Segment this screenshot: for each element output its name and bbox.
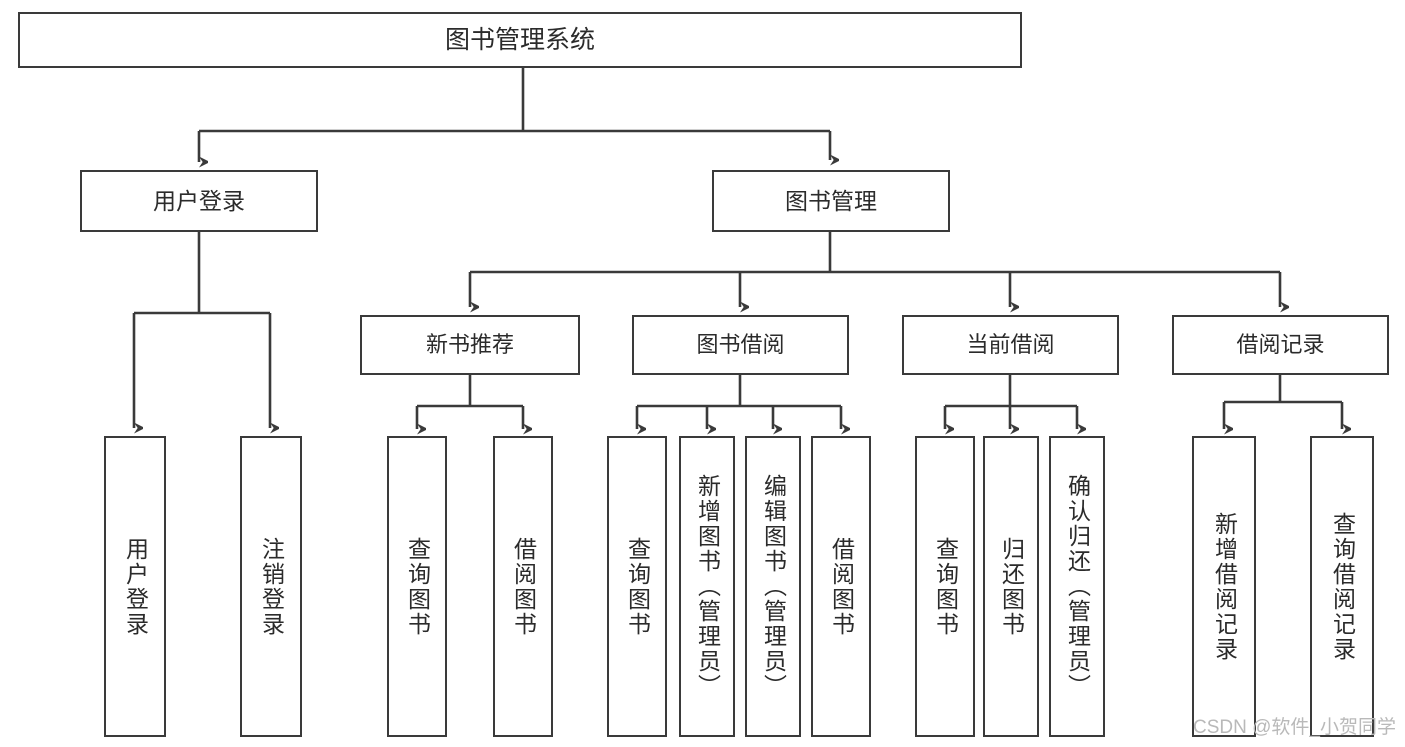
node-root[interactable]: 图书管理系统 <box>18 12 1022 68</box>
node-leaf-query-book-recommend[interactable]: 查询图书 <box>387 436 447 737</box>
node-leaf-query-book-borrow-label: 查询图书 <box>624 536 651 637</box>
node-book-borrow[interactable]: 图书借阅 <box>632 315 849 375</box>
node-leaf-borrow-book-recommend[interactable]: 借阅图书 <box>493 436 553 737</box>
node-leaf-borrow-book[interactable]: 借阅图书 <box>811 436 871 737</box>
node-leaf-add-book-admin[interactable]: 新增图书（管理员） <box>679 436 735 737</box>
node-leaf-add-borrow-record[interactable]: 新增借阅记录 <box>1192 436 1256 737</box>
node-borrow-record-label: 借阅记录 <box>1236 332 1325 358</box>
node-leaf-user-login[interactable]: 用户登录 <box>104 436 166 737</box>
node-root-label: 图书管理系统 <box>444 25 595 54</box>
node-user-login-label: 用户登录 <box>153 187 245 214</box>
node-new-book-recommend-label: 新书推荐 <box>425 332 514 358</box>
node-new-book-recommend[interactable]: 新书推荐 <box>360 315 580 375</box>
node-borrow-record[interactable]: 借阅记录 <box>1172 315 1389 375</box>
node-leaf-return-book-label: 归还图书 <box>998 536 1025 637</box>
node-leaf-query-book-recommend-label: 查询图书 <box>404 536 431 637</box>
node-leaf-edit-book-admin[interactable]: 编辑图书（管理员） <box>745 436 801 737</box>
node-user-login[interactable]: 用户登录 <box>80 170 318 232</box>
node-leaf-query-borrow-record-label: 查询借阅记录 <box>1329 511 1356 662</box>
node-leaf-borrow-book-recommend-label: 借阅图书 <box>510 536 537 637</box>
node-leaf-user-login-label: 用户登录 <box>122 536 149 637</box>
node-book-borrow-label: 图书借阅 <box>696 332 785 358</box>
node-leaf-query-book-current[interactable]: 查询图书 <box>915 436 975 737</box>
watermark-text: CSDN @软件_小贺同学 <box>1193 717 1396 738</box>
node-leaf-return-book[interactable]: 归还图书 <box>983 436 1039 737</box>
node-current-borrow-label: 当前借阅 <box>966 332 1055 358</box>
node-leaf-logout-label: 注销登录 <box>258 536 285 637</box>
node-current-borrow[interactable]: 当前借阅 <box>902 315 1119 375</box>
node-leaf-add-book-admin-label: 新增图书（管理员） <box>694 474 721 699</box>
node-leaf-confirm-return-admin-label: 确认归还（管理员） <box>1064 474 1091 699</box>
node-leaf-borrow-book-label: 借阅图书 <box>828 536 855 637</box>
node-leaf-query-borrow-record[interactable]: 查询借阅记录 <box>1310 436 1374 737</box>
node-leaf-add-borrow-record-label: 新增借阅记录 <box>1211 511 1238 662</box>
node-book-management[interactable]: 图书管理 <box>712 170 950 232</box>
node-leaf-confirm-return-admin[interactable]: 确认归还（管理员） <box>1049 436 1105 737</box>
node-leaf-query-book-current-label: 查询图书 <box>932 536 959 637</box>
node-leaf-logout[interactable]: 注销登录 <box>240 436 302 737</box>
node-book-management-label: 图书管理 <box>785 187 877 214</box>
node-leaf-query-book-borrow[interactable]: 查询图书 <box>607 436 667 737</box>
node-leaf-edit-book-admin-label: 编辑图书（管理员） <box>760 474 787 699</box>
